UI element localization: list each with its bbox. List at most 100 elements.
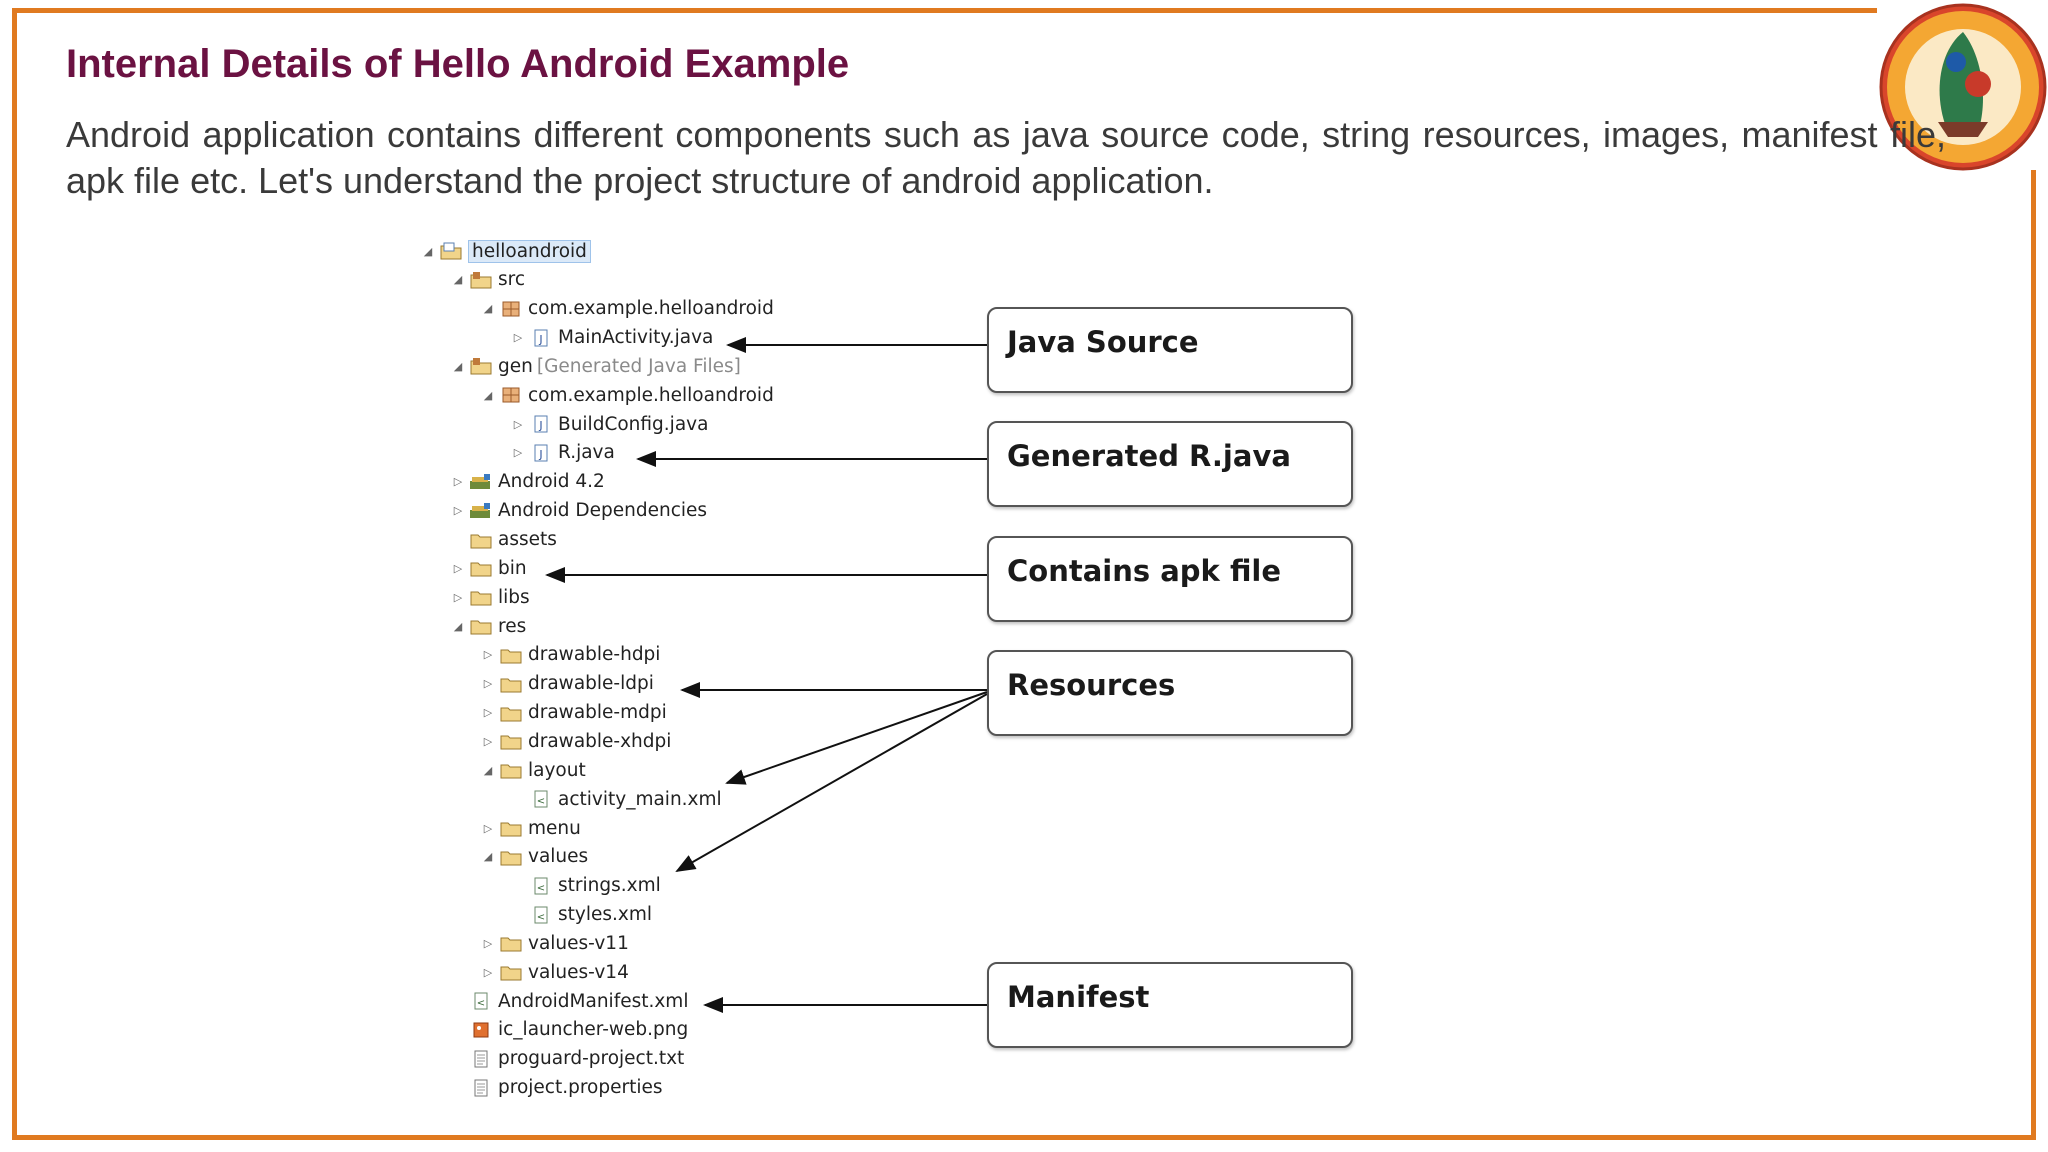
collapsed-arrow-icon[interactable]: ▷ (513, 417, 523, 431)
tree-item-label: project.properties (498, 1077, 663, 1099)
folder-icon (468, 558, 494, 578)
collapsed-arrow-icon[interactable]: ▷ (453, 475, 463, 489)
tree-item-label: com.example.helloandroid (528, 384, 774, 406)
tree-item-label: gen (498, 355, 533, 377)
collapsed-arrow-icon[interactable]: ▷ (513, 446, 523, 460)
tree-item[interactable]: ◢ values (480, 844, 588, 870)
folder-icon (468, 587, 494, 607)
tree-item[interactable]: ▷Android 4.2 (450, 469, 605, 495)
tree-item[interactable]: ic_launcher-web.png (450, 1017, 688, 1043)
collapsed-arrow-icon[interactable]: ▷ (483, 648, 493, 662)
tree-item[interactable]: ▷ values-v14 (480, 959, 629, 985)
callout-apk: Contains apk file (987, 536, 1353, 622)
tree-item[interactable]: ▷libs (450, 584, 530, 610)
folder-icon (498, 818, 524, 838)
expanded-arrow-icon[interactable]: ◢ (453, 619, 463, 633)
tree-item[interactable]: ◢ res (450, 613, 526, 639)
expanded-arrow-icon[interactable]: ◢ (423, 244, 433, 258)
folder-icon (468, 616, 494, 636)
tree-item-label: values-v14 (528, 961, 629, 983)
xml-file-icon: < (528, 905, 554, 925)
callout-resources: Resources (987, 650, 1353, 736)
collapsed-arrow-icon[interactable]: ▷ (453, 561, 463, 575)
tree-item[interactable]: ▷ Android Dependencies (450, 498, 707, 524)
tree-item[interactable]: ◢ helloandroid (420, 238, 591, 264)
tree-item-label: MainActivity.java (558, 327, 714, 349)
tree-item[interactable]: <styles.xml (510, 902, 652, 928)
expanded-arrow-icon[interactable]: ◢ (483, 850, 493, 864)
tree-item-label: layout (528, 759, 586, 781)
expanded-arrow-icon[interactable]: ◢ (483, 388, 493, 402)
library-icon (468, 472, 494, 492)
tree-item-label: menu (528, 817, 581, 839)
collapsed-arrow-icon[interactable]: ▷ (483, 821, 493, 835)
expanded-arrow-icon[interactable]: ◢ (483, 763, 493, 777)
tree-item[interactable]: ▷ drawable-ldpi (480, 671, 654, 697)
tree-item[interactable]: ◢ gen[Generated Java Files] (450, 353, 741, 379)
tree-item[interactable]: < activity_main.xml (510, 786, 722, 812)
collapsed-arrow-icon[interactable]: ▷ (453, 590, 463, 604)
callout-manifest: Manifest (987, 962, 1353, 1048)
expanded-arrow-icon[interactable]: ◢ (483, 302, 493, 316)
expanded-arrow-icon[interactable]: ◢ (453, 359, 463, 373)
tree-item[interactable]: ▷ drawable-hdpi (480, 642, 661, 668)
tree-item[interactable]: ◢ layout (480, 757, 586, 783)
tree-item[interactable]: proguard-project.txt (450, 1046, 684, 1072)
expanded-arrow-icon[interactable]: ◢ (453, 273, 463, 287)
tree-item-label: activity_main.xml (558, 788, 722, 810)
svg-text:<: < (537, 883, 545, 894)
slide-frame-bottom (12, 1135, 2036, 1140)
collapsed-arrow-icon[interactable]: ▷ (483, 965, 493, 979)
tree-item[interactable]: ◢ com.example.helloandroid (480, 382, 774, 408)
tree-item-label: Android Dependencies (498, 500, 708, 522)
tree-item[interactable]: < AndroidManifest.xml (450, 988, 688, 1014)
tree-item-label: AndroidManifest.xml (498, 990, 689, 1012)
tree-item-label: assets (498, 529, 557, 550)
project-tree: ◢helloandroid◢src◢com.example.helloandro… (420, 238, 810, 1108)
tree-item[interactable]: project.properties (450, 1075, 663, 1101)
tree-item-label: com.example.helloandroid (528, 298, 774, 320)
svg-text:J: J (538, 448, 542, 461)
tree-item[interactable]: ▷drawable-xhdpi (480, 728, 672, 754)
java-file-icon: J (528, 443, 554, 463)
svg-text:<: < (537, 796, 545, 807)
folder-icon (498, 674, 524, 694)
tree-item-label: drawable-hdpi (528, 644, 661, 666)
image-file-icon (468, 1020, 494, 1040)
tree-item-label: values (528, 846, 589, 868)
svg-text:<: < (477, 998, 485, 1009)
xml-file-icon: < (468, 991, 494, 1011)
tree-item-label: res (498, 615, 527, 637)
tree-item[interactable]: ▷ menu (480, 815, 581, 841)
source-folder-icon (468, 270, 494, 290)
text-file-icon (468, 1049, 494, 1069)
callout-generated-r: Generated R.java (987, 421, 1353, 507)
tree-item-label: strings.xml (558, 875, 661, 897)
tree-item[interactable]: ◢src (450, 267, 525, 293)
collapsed-arrow-icon[interactable]: ▷ (483, 936, 493, 950)
folder-icon (498, 847, 524, 867)
svg-text:J: J (538, 419, 542, 432)
xml-file-icon: < (528, 789, 554, 809)
collapsed-arrow-icon[interactable]: ▷ (483, 734, 493, 748)
collapsed-arrow-icon[interactable]: ▷ (483, 677, 493, 691)
tree-item[interactable]: ▷ J BuildConfig.java (510, 411, 709, 437)
tree-item-label: styles.xml (558, 904, 652, 926)
collapsed-arrow-icon[interactable]: ▷ (453, 504, 463, 518)
tree-item-label: helloandroid (468, 239, 591, 263)
tree-item[interactable]: assets (450, 527, 557, 553)
tree-item[interactable]: ◢ com.example.helloandroid (480, 296, 774, 322)
tree-item-label: drawable-ldpi (528, 673, 654, 695)
tree-item-label: values-v11 (528, 932, 629, 954)
tree-item[interactable]: ▷drawable-mdpi (480, 700, 667, 726)
tree-item[interactable]: < strings.xml (510, 873, 661, 899)
tree-item-label: BuildConfig.java (558, 413, 709, 435)
tree-item-note: [Generated Java Files] (536, 355, 741, 377)
collapsed-arrow-icon[interactable]: ▷ (483, 706, 493, 720)
tree-item[interactable]: ▷bin (450, 555, 527, 581)
tree-item[interactable]: ▷ values-v11 (480, 930, 629, 956)
folder-icon (498, 933, 524, 953)
collapsed-arrow-icon[interactable]: ▷ (513, 331, 523, 345)
